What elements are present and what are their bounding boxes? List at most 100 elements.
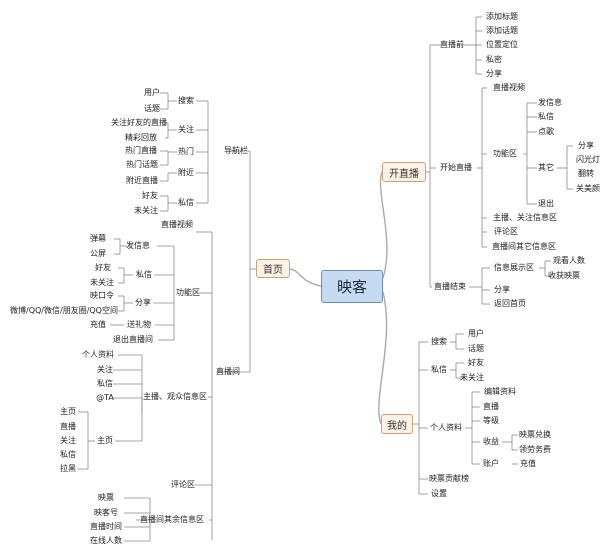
node-me-search[interactable]: 搜索 <box>431 337 447 346</box>
node-sl-func-area[interactable]: 功能区 <box>493 149 517 158</box>
node-sl-comment[interactable]: 评论区 <box>494 227 518 236</box>
branch-curve <box>289 268 322 287</box>
node-homepage[interactable]: 主页 <box>97 436 113 445</box>
node-account[interactable]: 账户 <box>483 459 499 468</box>
node-me-dm[interactable]: 私信 <box>431 365 447 374</box>
node-func-area[interactable]: 功能区 <box>176 288 200 297</box>
node-comment-area[interactable]: 评论区 <box>171 480 195 489</box>
node-share-platforms[interactable]: 微博/QQ/微信/朋友圈/QQ空间 <box>10 306 118 315</box>
node-viewer-count[interactable]: 观看人数 <box>553 256 585 265</box>
node-online-count[interactable]: 在线人数 <box>90 536 122 545</box>
node-sl-other[interactable]: 其它 <box>538 163 554 172</box>
node-earned-tickets[interactable]: 收获映票 <box>548 271 580 280</box>
central-node[interactable]: 映客 <box>321 270 383 303</box>
node-sl-flip[interactable]: 翻转 <box>578 169 594 178</box>
node-add-title[interactable]: 添加标题 <box>486 12 518 21</box>
node-follow[interactable]: 关注 <box>178 125 194 134</box>
node-add-topic[interactable]: 添加话题 <box>486 26 518 35</box>
branch-curve <box>379 171 388 279</box>
node-claim-fee[interactable]: 领劳务费 <box>519 445 551 454</box>
node-level[interactable]: 等级 <box>483 416 499 425</box>
node-hot-topic[interactable]: 热门话题 <box>126 160 158 169</box>
node-room-dm-unfollowed[interactable]: 未关注 <box>90 278 114 287</box>
node-hp-block[interactable]: 拉黑 <box>60 464 76 473</box>
node-sl-live-video[interactable]: 直播视频 <box>493 83 525 92</box>
node-sl-dm[interactable]: 私信 <box>538 112 554 121</box>
section-me[interactable]: 我的 <box>381 414 413 434</box>
node-nearby-live[interactable]: 附近直播 <box>126 176 158 185</box>
node-share[interactable]: 分享 <box>135 298 151 307</box>
node-end-share[interactable]: 分享 <box>494 285 510 294</box>
node-end-live[interactable]: 直播结束 <box>434 282 466 291</box>
node-room-other-info[interactable]: 直播间其余信息区 <box>140 515 204 524</box>
node-sl-song[interactable]: 点歌 <box>538 127 554 136</box>
node-recharge[interactable]: 充值 <box>90 320 106 329</box>
node-location[interactable]: 位置定位 <box>486 40 518 49</box>
node-hot[interactable]: 热门 <box>178 147 194 156</box>
node-profile[interactable]: 个人资料 <box>82 350 114 359</box>
node-private[interactable]: 私密 <box>486 55 502 64</box>
node-pre-live[interactable]: 直播前 <box>440 40 464 49</box>
node-hp-follow[interactable]: 关注 <box>60 436 76 445</box>
node-hp-home[interactable]: 主页 <box>60 407 76 416</box>
node-nav-bar[interactable]: 导航栏 <box>224 146 248 155</box>
node-sl-host-info[interactable]: 主播、关注信息区 <box>493 213 557 222</box>
node-back-home[interactable]: 返回首页 <box>494 299 526 308</box>
section-home[interactable]: 首页 <box>256 259 290 278</box>
node-send-gift[interactable]: 送礼物 <box>127 320 151 329</box>
node-sl-other-info[interactable]: 直播间其它信息区 <box>492 242 556 251</box>
node-pre-share[interactable]: 分享 <box>486 69 502 78</box>
node-follow-replay[interactable]: 精彩回放 <box>125 133 157 142</box>
section-live[interactable]: 开直播 <box>382 162 426 182</box>
node-follow-friends-live[interactable]: 关注好友的直播 <box>111 118 167 127</box>
node-yk-id[interactable]: 映客号 <box>94 508 118 517</box>
node-search-user[interactable]: 用户 <box>144 88 160 97</box>
node-settings[interactable]: 设置 <box>431 489 447 498</box>
node-hot-live[interactable]: 热门直播 <box>125 146 157 155</box>
node-info-display[interactable]: 信息展示区 <box>494 263 534 272</box>
node-barrage[interactable]: 弹幕 <box>90 234 106 243</box>
node-start-live[interactable]: 开始直播 <box>440 163 472 172</box>
node-search[interactable]: 搜索 <box>178 96 194 105</box>
node-ticket-exchange[interactable]: 映票兑换 <box>519 430 551 439</box>
node-acc-recharge[interactable]: 充值 <box>520 459 536 468</box>
node-info-dm[interactable]: 私信 <box>97 379 113 388</box>
node-me-dm-unfollowed[interactable]: 未关注 <box>460 373 484 382</box>
node-me-search-user[interactable]: 用户 <box>468 329 484 338</box>
node-pi-live[interactable]: 直播 <box>483 402 499 411</box>
node-nearby[interactable]: 附近 <box>178 168 194 177</box>
node-hp-dm[interactable]: 私信 <box>60 450 76 459</box>
node-room-dm-friend[interactable]: 好友 <box>95 263 111 272</box>
node-sl-share[interactable]: 分享 <box>578 141 594 150</box>
node-sl-flash[interactable]: 闪光灯 <box>576 155 600 164</box>
node-host-viewer-info[interactable]: 主播、观众信息区 <box>143 392 207 401</box>
node-send-msg[interactable]: 发信息 <box>126 241 150 250</box>
node-live-video[interactable]: 直播视频 <box>161 220 193 229</box>
node-dm-unfollowed[interactable]: 未关注 <box>134 206 158 215</box>
node-me-dm-friend[interactable]: 好友 <box>468 358 484 367</box>
node-info-follow[interactable]: 关注 <box>97 365 113 374</box>
node-search-topic[interactable]: 话题 <box>144 104 160 113</box>
node-income[interactable]: 收益 <box>483 437 499 446</box>
node-sl-beauty[interactable]: 关美颜 <box>576 184 600 193</box>
node-share-code[interactable]: 映口令 <box>90 291 114 300</box>
node-ticket[interactable]: 映票 <box>98 493 114 502</box>
branch-curve <box>378 291 388 425</box>
node-me-search-topic[interactable]: 话题 <box>468 344 484 353</box>
node-hp-live[interactable]: 直播 <box>60 422 76 431</box>
node-exit-room[interactable]: 退出直播间 <box>113 335 153 344</box>
node-live-room[interactable]: 直播间 <box>216 367 240 376</box>
node-public-screen[interactable]: 公屏 <box>90 249 106 258</box>
node-sl-send-msg[interactable]: 发信息 <box>538 98 562 107</box>
node-sl-exit[interactable]: 退出 <box>538 199 554 208</box>
node-room-dm[interactable]: 私信 <box>136 270 152 279</box>
node-dm-friend[interactable]: 好友 <box>142 191 158 200</box>
node-live-time[interactable]: 直播时间 <box>90 522 122 531</box>
node-contribution-list[interactable]: 映票贡献榜 <box>429 474 469 483</box>
node-dm[interactable]: 私信 <box>178 198 194 207</box>
node-at-ta[interactable]: @TA <box>96 393 114 402</box>
node-personal-info[interactable]: 个人资料 <box>430 423 462 432</box>
node-edit-profile[interactable]: 编辑资料 <box>484 387 516 396</box>
